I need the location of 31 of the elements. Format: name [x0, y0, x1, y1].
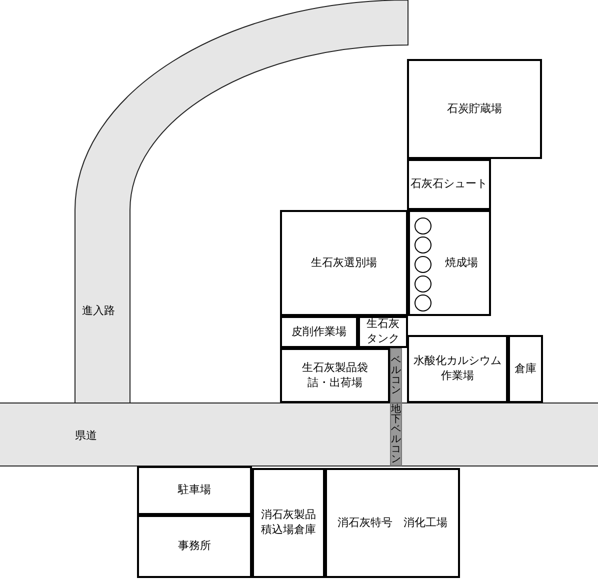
area-label: 生石灰選別場: [311, 256, 377, 270]
facility-area: [252, 468, 325, 578]
facility-area: [325, 468, 460, 578]
facility-area: [358, 316, 408, 348]
area-label: 水酸化カルシウム作業場: [412, 354, 502, 384]
area-label: 皮削作業場: [292, 324, 346, 340]
area-label: 石炭貯蔵場: [447, 102, 502, 116]
facility-area: [408, 210, 491, 316]
area-label: 駐車場: [178, 483, 211, 498]
facility-area: [137, 466, 252, 515]
road-label: 進入路: [82, 303, 115, 318]
conveyor-label: 地下ベルコン: [391, 404, 401, 464]
conveyor-label: ベルコン: [391, 356, 401, 396]
facility-area: [280, 316, 358, 348]
area-label: 石灰石シュート: [410, 177, 488, 192]
area-label: 消石灰特号 消化工場: [338, 516, 448, 530]
facility-area: [508, 335, 543, 403]
area-label: 生石灰タンク: [365, 317, 400, 347]
facility-area: [280, 348, 390, 403]
area-label: 事務所: [178, 539, 211, 554]
facility-area: [280, 210, 408, 316]
road-label: 県道: [75, 428, 97, 443]
facility-area: [407, 159, 491, 210]
area-label: 消石灰製品積込場倉庫: [260, 508, 317, 538]
conveyor-belt: [390, 348, 402, 403]
area-label: 生石灰製品袋詰・出荷場: [301, 360, 369, 390]
area-label: 倉庫: [514, 362, 536, 376]
facility-area: [137, 515, 252, 578]
facility-area: [407, 59, 542, 159]
area-label: 焼成場: [445, 256, 478, 270]
facility-area: [407, 335, 508, 403]
